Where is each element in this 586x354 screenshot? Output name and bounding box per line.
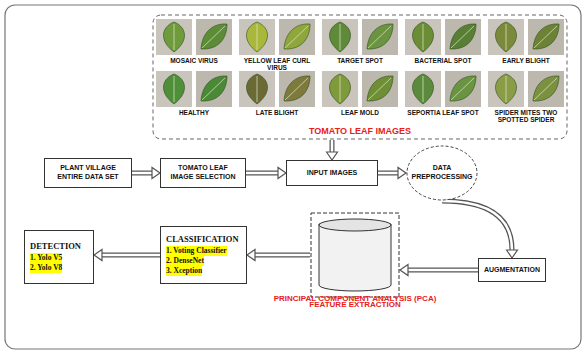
- leaf-photo: [405, 19, 441, 55]
- arrow-shaft: [102, 253, 160, 258]
- process-box: PLANT VILLAGE ENTIRE DATA SET: [44, 158, 132, 188]
- arrow-head: [94, 250, 102, 261]
- leaf-class-label: EARLY BLIGHT: [483, 57, 569, 64]
- arrow-head: [398, 168, 406, 179]
- list-item: 2. Yolo V8: [30, 263, 62, 273]
- box-label: INPUT IMAGES: [307, 169, 358, 178]
- leaf-photo: [528, 71, 564, 107]
- box-label: PLANT VILLAGE ENTIRE DATA SET: [50, 164, 126, 182]
- flow-arrow: [94, 250, 160, 261]
- leaf-class-label: SPIDER MITES TWO SPOTTED SPIDER: [483, 109, 569, 124]
- leaf-photo: [322, 19, 358, 55]
- flow-arrow: [327, 140, 338, 160]
- cylinder-label: PRINCIPAL COMPONENT ANALYSIS (PCA): [274, 294, 437, 304]
- arrow-shaft: [132, 171, 152, 176]
- panel-title: TOMATO LEAF IMAGES: [152, 126, 568, 137]
- arrow-shaft-inner: [378, 172, 398, 175]
- leaf-class-label: BACTERIAL SPOT: [400, 57, 486, 64]
- arrow-shaft-inner: [331, 140, 334, 152]
- feature-group: FEATURE EXTRACTIONPRINCIPAL COMPONENT AN…: [310, 212, 400, 298]
- arrow-shaft: [408, 268, 478, 273]
- panel-outline: [152, 14, 568, 140]
- leaf-photo: [405, 71, 441, 107]
- list-heading: DETECTION: [30, 241, 81, 252]
- leaf-photo: [156, 19, 192, 55]
- leaf-photo: [196, 19, 232, 55]
- leaf-photo: [445, 71, 481, 107]
- arrow-head: [400, 265, 408, 276]
- flow-arrow: [246, 168, 286, 179]
- leaf-photo: [279, 71, 315, 107]
- arrow-shaft-inner: [102, 254, 160, 257]
- flow-arrow: [442, 201, 518, 258]
- leaf-class-label: HEALTHY: [151, 109, 237, 116]
- arrow-head: [247, 250, 255, 261]
- flow-arrow: [378, 168, 406, 179]
- arrow-shaft-inner: [442, 201, 512, 250]
- arrow-head: [507, 250, 518, 258]
- leaf-class-label: LEAF MOLD: [317, 109, 403, 116]
- detection-box: DETECTION1. Yolo V52. Yolo V8: [24, 230, 94, 284]
- leaf-photo: [239, 19, 275, 55]
- process-box: AUGMENTATION: [478, 258, 546, 282]
- process-circle: DATA PREPROCESSING: [406, 145, 478, 201]
- circle-label: DATA PREPROCESSING: [411, 164, 472, 182]
- arrow-shaft-inner: [408, 269, 478, 272]
- process-box: INPUT IMAGES: [286, 160, 378, 186]
- list-item: 2. DenseNet: [166, 256, 204, 266]
- leaf-class-label: YELLOW LEAF CURL VIRUS: [234, 57, 320, 72]
- list-heading: CLASSIFICATION: [166, 234, 239, 245]
- leaf-photo: [279, 19, 315, 55]
- arrow-shaft-inner: [132, 172, 152, 175]
- arrow-shaft: [255, 253, 310, 258]
- leaf-class-label: MOSAIC VIRUS: [151, 57, 237, 64]
- flow-arrow: [247, 250, 310, 261]
- leaf-photo: [156, 71, 192, 107]
- leaf-class-label: SEPORTIA LEAF SPOT: [400, 109, 486, 116]
- arrow-shaft-inner: [255, 254, 310, 257]
- flow-arrow: [400, 265, 478, 276]
- list-item: 1. Voting Classifier: [166, 246, 227, 256]
- pca-cylinder: PRINCIPAL COMPONENT ANALYSIS (PCA): [318, 218, 392, 292]
- arrow-head: [327, 152, 338, 160]
- arrow-shaft-inner: [246, 172, 278, 175]
- leaf-photo: [528, 19, 564, 55]
- leaf-class-label: LATE BLIGHT: [234, 109, 320, 116]
- cyl-outline: [318, 218, 392, 292]
- leaf-photo: [488, 19, 524, 55]
- leaf-photo: [362, 19, 398, 55]
- flow-arrow: [132, 168, 160, 179]
- arrow-shaft: [442, 201, 512, 250]
- arrow-head: [278, 168, 286, 179]
- arrow-shaft: [378, 171, 398, 176]
- leaf-photo: [196, 71, 232, 107]
- arrow-shaft: [330, 140, 335, 152]
- process-box: TOMATO LEAF IMAGE SELECTION: [160, 158, 246, 188]
- image-panel: TOMATO LEAF IMAGES: [152, 14, 568, 140]
- arrow-shaft: [246, 171, 278, 176]
- box-label: AUGMENTATION: [484, 266, 540, 275]
- leaf-photo: [445, 19, 481, 55]
- list-item: 1. Yolo V5: [30, 253, 62, 263]
- box-label: TOMATO LEAF IMAGE SELECTION: [166, 164, 240, 182]
- leaf-photo: [488, 71, 524, 107]
- list-item: 3. Xception: [166, 266, 202, 276]
- classification-box: CLASSIFICATION1. Voting Classifier2. Den…: [160, 226, 247, 284]
- leaf-photo: [362, 71, 398, 107]
- outer-frame: [5, 5, 581, 349]
- leaf-photo: [322, 71, 358, 107]
- leaf-photo: [239, 71, 275, 107]
- leaf-class-label: TARGET SPOT: [317, 57, 403, 64]
- arrow-head: [152, 168, 160, 179]
